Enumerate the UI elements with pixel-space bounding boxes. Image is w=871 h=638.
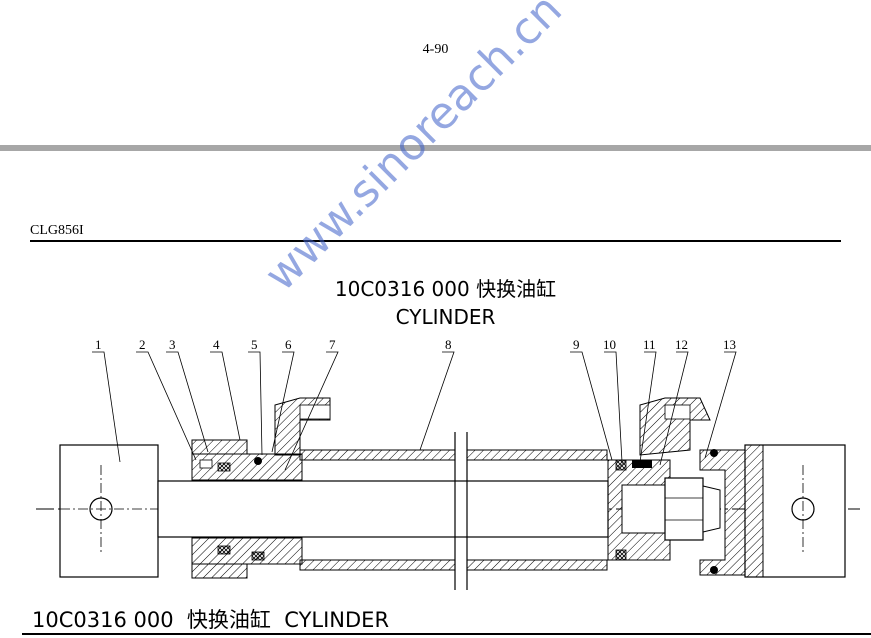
callout-13: 13 (723, 337, 736, 352)
callout-1: 1 (95, 337, 102, 352)
callout-10: 10 (603, 337, 616, 352)
callout-2: 2 (139, 337, 146, 352)
head-lower (191, 537, 303, 565)
barrel-upper-right (466, 449, 608, 461)
callout-7: 7 (329, 337, 336, 352)
barrel-lower-left (299, 559, 456, 571)
table-top-rule (22, 633, 871, 635)
callout-3: 3 (169, 337, 176, 352)
callout-11: 11 (643, 337, 656, 352)
drawing-title-english: CYLINDER (395, 305, 496, 329)
barrel-upper-left (299, 449, 456, 461)
callout-6: 6 (285, 337, 292, 352)
right-port (639, 397, 711, 456)
callout-8: 8 (445, 337, 452, 352)
piston-nut (664, 477, 704, 541)
page-divider (0, 145, 871, 151)
callout-4: 4 (213, 337, 220, 352)
gland-lower (191, 563, 248, 579)
header-rule (30, 240, 841, 242)
drawing-title-chinese: 10C0316 000 快换油缸 (334, 277, 557, 301)
callout-numbers: 1 2 3 4 5 6 7 8 9 10 11 12 13 (95, 337, 736, 352)
gland-upper (191, 439, 248, 455)
model-code: CLG856I (30, 223, 84, 238)
callout-9: 9 (573, 337, 580, 352)
callout-5: 5 (251, 337, 258, 352)
callout-12: 12 (675, 337, 688, 352)
callout-leaders (92, 351, 737, 471)
drawing-title: 10C0316 000 快换油缸 CYLINDER (0, 275, 871, 331)
page-number: 4-90 (422, 42, 449, 57)
section-title: 10C0316 000 快换油缸 CYLINDER (32, 608, 390, 632)
barrel-lower-right (466, 559, 608, 571)
piston-rod (157, 480, 609, 538)
